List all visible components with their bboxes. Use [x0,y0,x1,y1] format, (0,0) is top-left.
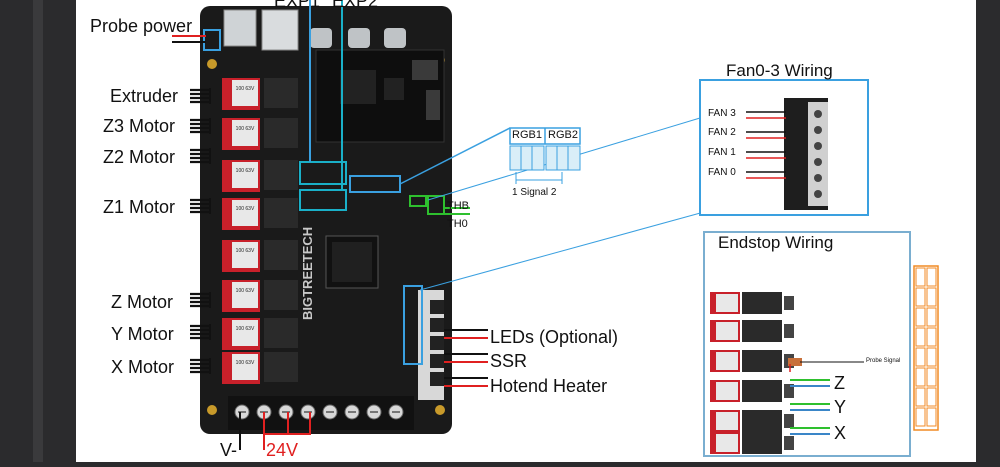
heater-connectors [418,290,444,400]
endstop-driver [710,292,794,314]
pinout-cell [926,267,937,287]
24v-label: 24V [266,440,299,460]
pinout-cell [915,287,926,307]
pinout-cell [926,307,937,327]
fan3-label: FAN 3 [708,108,736,119]
probe-power-label: Probe power [90,16,193,36]
exp1-label: EXP1 [274,0,321,11]
fan2-label: FAN 2 [708,127,736,138]
rgb-detail [509,127,581,184]
exp2-highlight [299,189,347,211]
endstop-driver [710,410,794,432]
rgb1-label: RGB1 [512,129,542,141]
stepper-driver: 100 63V [222,352,298,384]
endstop-z-label: Z [834,373,845,393]
stepper-driver: 100 63V [222,280,298,312]
driver-chip-text: 100 63V [236,86,255,92]
fan0-label: FAN 0 [708,167,736,178]
pinout-cell [926,327,937,347]
ssr-label: SSR [490,351,528,371]
vminus-label: V- [220,440,238,460]
pinout-cell [926,287,937,307]
motor-connector [190,148,211,164]
endstop-driver [710,320,794,342]
pinout-cell [926,387,937,407]
pinout-strip [913,265,939,431]
motor-connector [190,324,211,340]
th0-label: TH0 [447,218,468,230]
power-terminals [234,404,404,420]
thb-highlight [409,195,427,207]
board-logo: BIGTREETECH [300,227,315,320]
driver-chip-text: 100 63V [236,288,255,294]
z1-motor-label: Z1 Motor [103,197,176,217]
motor-connector [190,88,211,104]
endstop-wiring-panel [703,231,911,457]
fan1-label: FAN 1 [708,147,736,158]
endstop-panel-title: Endstop Wiring [718,233,834,252]
pinout-cell [915,267,926,287]
motor-connector [190,198,211,214]
motor-connector [190,118,211,134]
stepper-drivers: 100 63V 100 63V 100 63V 100 63V 100 63V 100 6… [222,78,298,384]
probe-highlight [203,29,221,51]
driver-chip-text: 100 63V [236,126,255,132]
stepper-driver: 100 63V [222,118,298,150]
endstop-y-label: Y [834,397,847,417]
th0-highlight [427,195,445,215]
pinout-cell [926,367,937,387]
thb-label: THB [447,200,469,212]
pinout-cell [915,307,926,327]
z3-motor-label: Z3 Motor [103,116,176,136]
endstop-highlight [403,285,423,365]
extruder-label: Extruder [110,86,179,106]
pinout-cell [915,387,926,407]
driver-chip-text: 100 63V [236,360,255,366]
driver-chip-text: 100 63V [236,206,255,212]
endstop-driver [710,432,794,454]
exp1-highlight [299,161,347,185]
stepper-driver: 100 63V [222,160,298,192]
controller-board: BIGTREETECH [200,6,452,434]
rgb2-label: RGB2 [548,129,578,141]
rgb-signal-label: 1 Signal 2 [512,187,557,198]
hotend-heater-label: Hotend Heater [490,376,608,396]
pinout-cell [926,407,937,427]
z-motor-label: Z Motor [111,292,174,312]
z2-motor-label: Z2 Motor [103,147,176,167]
stepper-driver: 100 63V [222,318,298,350]
exp2-label: EXP2 [332,0,379,11]
output-wires [444,329,488,387]
motor-connector [190,358,211,374]
probe-signal-label: Probe Signal [866,358,901,364]
endstop-driver [710,380,794,402]
pinout-cell [915,407,926,427]
y-motor-label: Y Motor [111,324,174,344]
pinout-cell [926,347,937,367]
fan-wiring-panel [699,79,869,216]
driver-chip-text: 100 63V [236,248,255,254]
stepper-driver: 100 63V [222,198,298,230]
stepper-driver: 100 63V [222,78,298,110]
driver-chip-text: 100 63V [236,168,255,174]
endstop-driver [710,350,794,372]
motor-connector [190,292,211,308]
stepper-driver: 100 63V [222,240,298,272]
pinout-cell [915,347,926,367]
leds-label: LEDs (Optional) [490,327,619,347]
pinout-cell [915,367,926,387]
pinout-cell [915,327,926,347]
fan-panel-title: Fan0-3 Wiring [726,61,833,80]
driver-chip-text: 100 63V [236,326,255,332]
motor-connectors [190,88,211,374]
x-motor-label: X Motor [111,357,175,377]
endstop-x-label: X [834,423,847,443]
